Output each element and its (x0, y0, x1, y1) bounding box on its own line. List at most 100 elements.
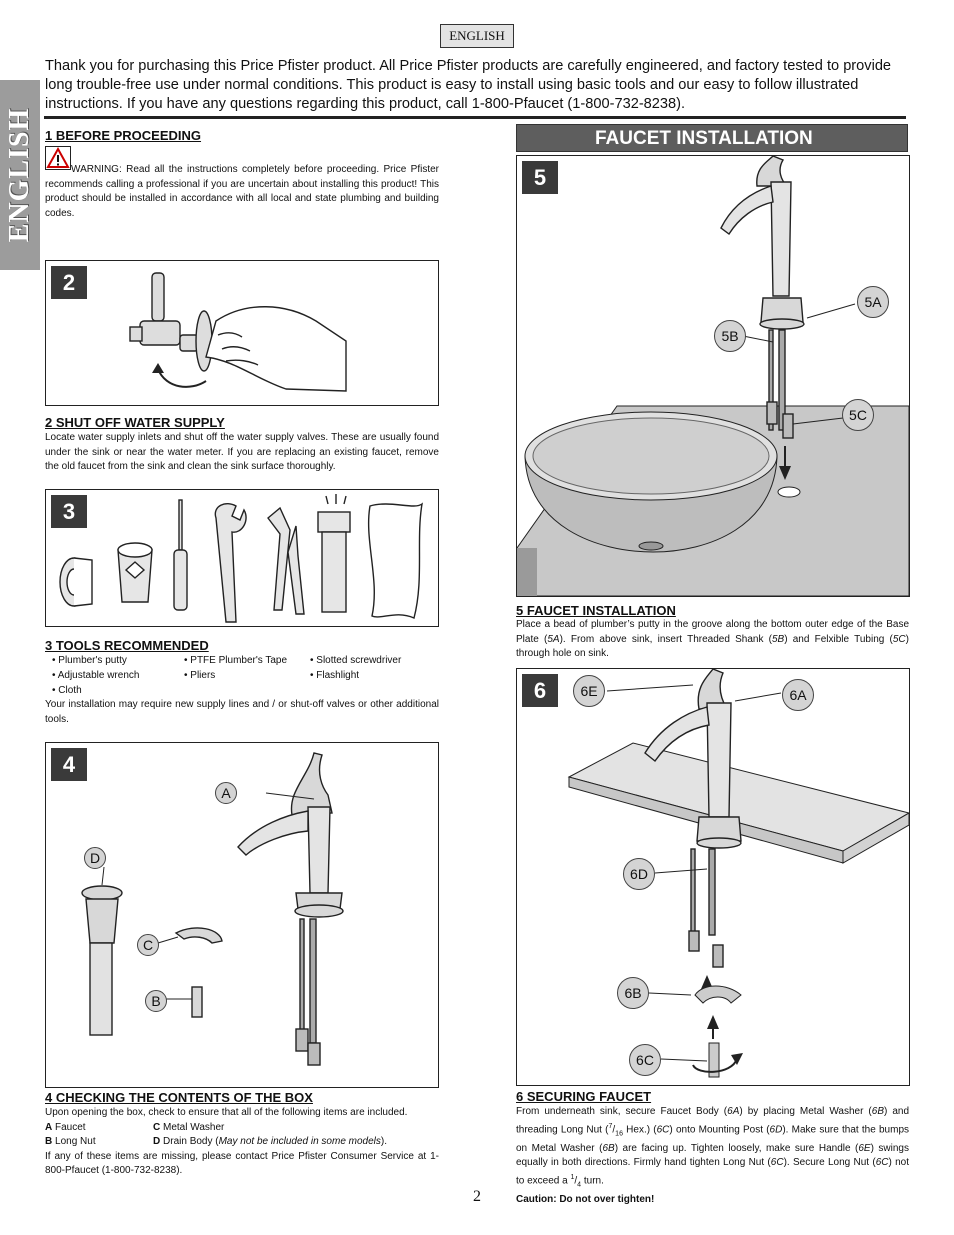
item-d-note: May not be included in some models (218, 1136, 381, 1148)
tool-item: • Pliers (184, 670, 216, 681)
tool-item: • Slotted screwdriver (310, 655, 402, 666)
section-4-intro: Upon opening the box, check to ensure th… (45, 1107, 408, 1118)
callout-c: C (137, 934, 159, 956)
text-run: ). From above sink, insert Threaded Shan… (559, 633, 772, 645)
language-tag: ENGLISH (440, 24, 514, 48)
vessel-sink-icon (524, 411, 778, 553)
text-run: ). Secure Long Nut ( (783, 1157, 876, 1169)
text-run: ). Make sure that the bumps on Metal Was… (516, 1123, 910, 1154)
figure-6: 6 6E 6A 6D 6B 6C (516, 668, 910, 1086)
ref-5b: 5B (771, 633, 785, 645)
fraction-separator: / (574, 1175, 578, 1187)
section-2-body: Locate water supply inlets and shut off … (45, 432, 439, 473)
callout-a: A (215, 782, 237, 804)
fraction-numerator: 7 (608, 1122, 613, 1130)
securing-faucet-illustration (567, 669, 909, 1078)
text-run: Place a bead of plumber’s putty in the g… (516, 619, 909, 645)
section-5-title: 5 FAUCET INSTALLATION (516, 603, 676, 618)
ref-6b: 6B (602, 1142, 615, 1154)
header-rule (44, 116, 906, 119)
tool-item: • Adjustable wrench (52, 670, 140, 681)
section-3-title: 3 TOOLS RECOMMENDED (45, 638, 209, 653)
caution-note: Caution: Do not over tighten! (516, 1193, 655, 1205)
section-1-warning: WARNING: Read all the instructions compl… (45, 164, 439, 219)
fraction-numerator: 1 (570, 1173, 575, 1181)
tool-item: • Cloth (52, 685, 82, 696)
tools-column-1: • Plumber's putty • Adjustable wrench • … (52, 653, 139, 698)
metal-washer-icon (694, 985, 742, 1004)
ref-6d: 6D (769, 1123, 783, 1135)
figure-2-number: 2 (51, 266, 87, 299)
tool-item: • Flashlight (310, 670, 360, 681)
figure-6-number: 6 (522, 674, 558, 707)
ref-6c: 6C (875, 1157, 889, 1169)
section-3-note: Your installation may require new supply… (45, 699, 439, 725)
callout-d: D (84, 847, 106, 869)
text-run: ) and Felxible Tubing ( (784, 633, 893, 645)
callout-5a: 5A (857, 286, 889, 318)
item-d-end: ). (380, 1136, 388, 1148)
text-run: ) through hole on sink. (516, 633, 909, 660)
callout-5c: 5C (842, 399, 874, 431)
figure-2: 2 (45, 260, 439, 406)
section-4-body: Upon opening the box, check to ensure th… (45, 1106, 439, 1179)
tools-column-2: • PTFE Plumber's Tape • Pliers (184, 653, 287, 683)
tools-column-3: • Slotted screwdriver • Flashlight (310, 653, 401, 683)
shutoff-valve-illustration (129, 272, 347, 392)
figure-4: 4 A D C (45, 742, 439, 1088)
ref-6e: 6E (858, 1142, 871, 1154)
text-run: turn. (581, 1175, 604, 1187)
ref-6b: 6B (871, 1106, 884, 1117)
figure-3-number: 3 (51, 495, 87, 528)
ref-6c: 6C (770, 1157, 784, 1169)
language-side-tab: ENGLISH (0, 80, 40, 270)
figure-3: 3 (45, 489, 439, 627)
contents-row-1: A Faucet C Metal Washer (45, 1121, 439, 1136)
text-run: ) and threading Long Nut ( (516, 1106, 910, 1135)
section-6-body: From underneath sink, secure Faucet Body… (516, 1105, 909, 1207)
item-c-value: Metal Washer (163, 1121, 225, 1133)
text-run: ) swings equally in both directions. Fir… (516, 1142, 909, 1169)
item-b-key: B (45, 1136, 53, 1148)
item-d-key: D (153, 1136, 161, 1148)
faucet-icon (644, 669, 742, 968)
item-a-value: Faucet (55, 1121, 86, 1133)
item-d-value: Drain Body ( (163, 1136, 219, 1148)
drain-body-icon (81, 885, 123, 1036)
faucet-icon (237, 752, 344, 1066)
intro-paragraph: Thank you for purchasing this Price Pfis… (45, 58, 892, 112)
section-1-title: 1 BEFORE PROCEEDING (45, 128, 202, 143)
long-nut-icon (191, 986, 203, 1018)
long-nut-icon (708, 1042, 720, 1078)
fraction-denominator: 4 (577, 1181, 582, 1189)
tool-item: • PTFE Plumber's Tape (184, 655, 288, 666)
callout-6b: 6B (617, 977, 649, 1009)
tools-illustration (59, 494, 423, 623)
metal-washer-icon (174, 927, 223, 944)
callout-5b: 5B (714, 320, 746, 352)
page-number: 2 (473, 1188, 481, 1205)
text-run: ) not to exceed a (516, 1157, 910, 1187)
ref-5c: 5C (892, 633, 906, 645)
warning-icon (45, 146, 71, 170)
callout-6d: 6D (623, 858, 655, 890)
callout-6e: 6E (573, 675, 605, 707)
text-run: From underneath sink, secure Faucet Body… (516, 1106, 728, 1117)
tool-item: • Plumber's putty (52, 655, 127, 666)
text-run: Hex.) ( (622, 1123, 657, 1135)
ref-6a: 6A (727, 1106, 740, 1117)
text-run: ) by placing Metal Washer ( (739, 1106, 872, 1117)
pliers-icon (267, 506, 305, 615)
item-c-key: C (153, 1121, 161, 1133)
fraction-separator: / (612, 1123, 616, 1135)
contents-row-2: B Long Nut D Drain Body (May not be incl… (45, 1135, 439, 1150)
figure-4-number: 4 (51, 748, 87, 781)
cloth-icon (367, 502, 423, 619)
ptfe-tape-icon (59, 557, 93, 607)
flashlight-icon (317, 511, 351, 613)
item-b-value: Long Nut (55, 1136, 96, 1148)
figure-5: 5 5A 5B 5C (516, 155, 910, 597)
ref-6c: 6C (656, 1123, 670, 1135)
ref-5a: 5A (547, 633, 560, 645)
adjustable-wrench-icon (214, 502, 247, 623)
